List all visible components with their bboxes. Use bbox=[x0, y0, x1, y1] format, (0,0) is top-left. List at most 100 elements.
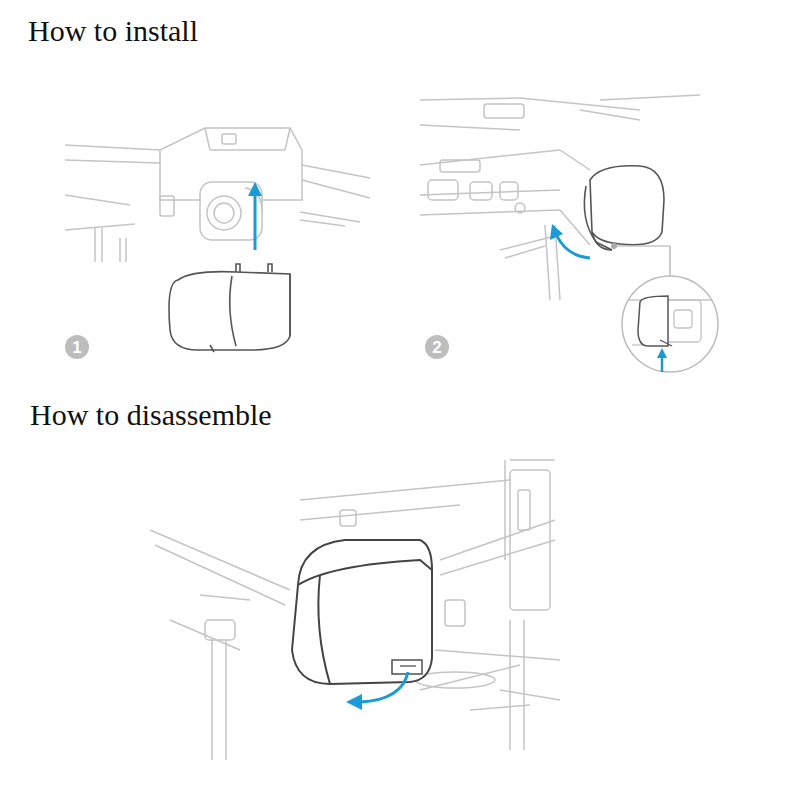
drone-front-part bbox=[300, 220, 345, 226]
lens-cover-part bbox=[236, 264, 240, 272]
lens-cover-mounted-part bbox=[292, 540, 432, 684]
detail-leader bbox=[611, 243, 670, 276]
drone-three-quarter-part bbox=[440, 520, 555, 560]
drone-side bbox=[420, 95, 700, 300]
drone-front-part bbox=[302, 180, 370, 198]
remove-arrow-part bbox=[346, 694, 362, 710]
drone-three-quarter-part bbox=[211, 640, 213, 760]
lens-cover-part bbox=[230, 276, 236, 346]
drone-side-part bbox=[420, 210, 560, 215]
section-heading: How to install bbox=[28, 14, 198, 47]
drone-three-quarter-part bbox=[470, 705, 530, 710]
drone-front-part bbox=[65, 195, 130, 205]
drone-side-part bbox=[420, 98, 520, 100]
lens-cover-mounted bbox=[292, 540, 432, 684]
drone-three-quarter-part bbox=[523, 620, 525, 750]
drone-front-part bbox=[200, 182, 262, 240]
drone-front-part bbox=[65, 224, 135, 230]
install-arrow-part bbox=[248, 182, 262, 196]
drone-side-part bbox=[580, 110, 640, 120]
detail-inset-part bbox=[622, 276, 718, 372]
callout-text: 1 bbox=[72, 339, 81, 356]
detail-leader-part bbox=[611, 243, 617, 249]
drone-front-part bbox=[125, 238, 127, 262]
drone-side-part bbox=[484, 104, 524, 118]
lens-cover-side-part bbox=[592, 232, 612, 250]
drone-three-quarter-part bbox=[445, 600, 465, 626]
lens-cover-part bbox=[268, 264, 272, 272]
drone-front-part bbox=[222, 134, 236, 144]
drone-side-part bbox=[600, 95, 700, 100]
lens-cover-side bbox=[584, 166, 664, 250]
drone-three-quarter-part bbox=[435, 650, 560, 660]
install-arrow-curved-part bbox=[556, 234, 590, 258]
drone-front-part bbox=[65, 160, 160, 163]
drone-side-part bbox=[515, 203, 525, 213]
lens-cover-side-part bbox=[590, 166, 664, 245]
drone-three-quarter-part bbox=[150, 530, 290, 590]
callout-number: 2 bbox=[425, 335, 449, 359]
drone-front-part bbox=[214, 203, 234, 223]
drone-side-part bbox=[545, 225, 550, 300]
drone-front-part bbox=[302, 165, 370, 178]
drone-three-quarter-part bbox=[300, 505, 460, 520]
drone-front-part bbox=[101, 228, 103, 262]
drone-front bbox=[65, 128, 370, 262]
drone-three-quarter-part bbox=[200, 595, 250, 600]
remove-arrow bbox=[346, 672, 408, 710]
drone-front-part bbox=[119, 238, 121, 262]
install-arrow-curved-part bbox=[550, 224, 563, 240]
drone-front-part bbox=[94, 228, 96, 262]
drone-side-part bbox=[500, 236, 555, 250]
callout-number: 1 bbox=[65, 335, 89, 359]
lens-cover-part bbox=[210, 345, 214, 352]
drone-three-quarter-part bbox=[510, 470, 550, 610]
drone-front-part bbox=[205, 128, 210, 150]
drone-three-quarter-part bbox=[300, 480, 510, 500]
detail-inset-part-part bbox=[674, 310, 692, 328]
remove-arrow-part bbox=[360, 672, 408, 702]
drone-side-part bbox=[420, 125, 520, 130]
drone-side-part bbox=[428, 180, 458, 200]
drone-three-quarter-part bbox=[340, 510, 356, 526]
drone-front-part bbox=[210, 149, 285, 151]
drone-front-part bbox=[160, 196, 174, 216]
install-arrow-part bbox=[254, 192, 257, 250]
detail-leader-part bbox=[616, 245, 670, 246]
drone-side-part bbox=[470, 182, 492, 200]
drone-three-quarter-part bbox=[518, 490, 530, 530]
drone-side-part bbox=[440, 160, 480, 172]
drone-three-quarter-part bbox=[510, 459, 555, 461]
drone-three-quarter-part bbox=[170, 620, 240, 650]
drone-three-quarter-part bbox=[225, 640, 227, 760]
drone-side-part bbox=[520, 98, 640, 110]
drone-front-part bbox=[207, 196, 241, 230]
lens-cover-mounted-part bbox=[318, 575, 330, 684]
drone-three-quarter-part bbox=[155, 545, 285, 605]
drone-side-part bbox=[560, 150, 590, 170]
detail-inset bbox=[622, 276, 718, 372]
detail-inset-part bbox=[657, 348, 667, 358]
section-heading: How to disassemble bbox=[30, 398, 272, 431]
lens-cover-part bbox=[169, 272, 290, 350]
drone-side-part bbox=[505, 246, 545, 258]
detail-inset-part-part bbox=[665, 300, 701, 342]
lens-cover-mounted-part bbox=[400, 665, 416, 666]
detail-inset-part bbox=[660, 340, 672, 346]
drone-three-quarter-part bbox=[500, 690, 560, 700]
drone-three-quarter bbox=[150, 460, 560, 760]
drone-three-quarter-part bbox=[509, 620, 511, 750]
drone-three-quarter-part bbox=[205, 620, 235, 640]
drone-three-quarter-part bbox=[440, 540, 555, 575]
install-arrow-curved bbox=[550, 224, 590, 258]
detail-leader-part bbox=[669, 246, 670, 276]
callout-text: 2 bbox=[432, 339, 441, 356]
lens-cover-side-part bbox=[584, 186, 612, 250]
lens-cover-mounted-part bbox=[298, 560, 432, 585]
drone-side-part bbox=[420, 150, 560, 165]
detail-inset-part bbox=[661, 356, 664, 372]
lens-cover-part bbox=[289, 274, 291, 336]
drone-front-part bbox=[65, 145, 160, 150]
drone-side-part bbox=[500, 182, 518, 200]
drone-front-part bbox=[285, 128, 290, 150]
